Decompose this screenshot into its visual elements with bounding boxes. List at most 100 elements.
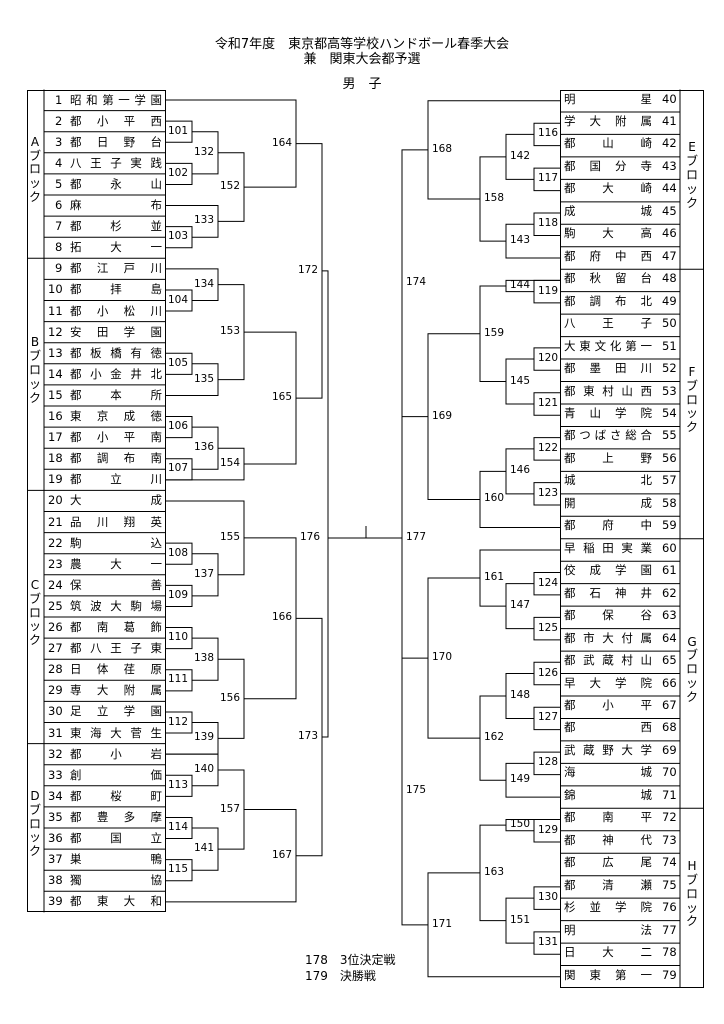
match-number-149: 149 bbox=[510, 773, 531, 786]
left-team-seed: 3 bbox=[55, 134, 63, 149]
right-team-seed: 46 bbox=[662, 226, 677, 241]
right-team-seed: 69 bbox=[662, 742, 677, 757]
left-team-seed: 23 bbox=[48, 556, 63, 571]
left-team-seed: 18 bbox=[48, 451, 63, 466]
left-team-name: 専大附属 bbox=[70, 683, 178, 698]
match-number-165: 165 bbox=[272, 391, 293, 404]
block-label-d: Dブロック bbox=[28, 789, 41, 859]
right-team-seed: 57 bbox=[662, 473, 677, 488]
left-team-name: 麻布 bbox=[70, 198, 231, 212]
title-line-1: 令和7年度 東京都高等学校ハンドボール春季大会 bbox=[214, 37, 510, 52]
left-team-name: 都小平西 bbox=[70, 113, 178, 128]
right-team-name: 八王子 bbox=[564, 316, 679, 331]
right-team-name: 都府中西 bbox=[564, 248, 666, 263]
right-team-name: 都小平 bbox=[564, 697, 679, 712]
left-team-name: 足立学園 bbox=[70, 704, 178, 719]
left-team-name: 都本所 bbox=[70, 387, 191, 402]
block-label-b: Bブロック bbox=[28, 335, 41, 405]
match-number-112: 112 bbox=[168, 715, 189, 728]
right-team-seed: 50 bbox=[662, 316, 677, 331]
match-number-161: 161 bbox=[484, 571, 505, 584]
right-team-name: 駒大高 bbox=[564, 226, 679, 241]
left-team-seed: 29 bbox=[48, 683, 63, 698]
right-team-name: 成城 bbox=[564, 203, 717, 218]
right-team-name: 学大附属 bbox=[564, 113, 666, 128]
right-team-name: 都調布北 bbox=[564, 293, 666, 308]
right-team-name: 青山学院 bbox=[564, 405, 666, 420]
right-team-name: 杉並学院 bbox=[564, 900, 666, 915]
left-team-name: 駒込 bbox=[70, 535, 231, 550]
left-team-name: 都小岩 bbox=[70, 746, 191, 761]
right-team-seed: 68 bbox=[662, 720, 677, 735]
right-team-name: 明星 bbox=[564, 91, 717, 106]
match-number-172: 172 bbox=[298, 263, 319, 276]
block-label-e: Eブロック bbox=[685, 140, 698, 210]
match-number-143: 143 bbox=[510, 234, 531, 247]
right-team-seed: 72 bbox=[662, 810, 677, 825]
right-team-seed: 49 bbox=[662, 293, 677, 308]
match-number-105: 105 bbox=[168, 356, 189, 369]
match-number-129: 129 bbox=[538, 823, 559, 836]
left-team-name: 昭和第一学園 bbox=[70, 92, 167, 107]
match-number-120: 120 bbox=[538, 352, 559, 365]
right-team-name: 都上野 bbox=[564, 450, 679, 465]
match-number-109: 109 bbox=[168, 588, 189, 601]
left-team-name: 都東大和 bbox=[70, 894, 178, 909]
right-team-name: 都広尾 bbox=[564, 855, 679, 870]
match-number-168: 168 bbox=[432, 142, 453, 155]
left-team-seed: 30 bbox=[48, 704, 63, 719]
left-team-name: 筑波大駒場 bbox=[70, 598, 171, 613]
match-number-126: 126 bbox=[538, 666, 559, 679]
right-team-seed: 71 bbox=[662, 787, 677, 802]
left-team-name: 都国立 bbox=[70, 831, 191, 845]
match-number-173: 173 bbox=[298, 730, 319, 742]
left-team-seed: 37 bbox=[48, 852, 63, 867]
right-team-name: 都保谷 bbox=[564, 608, 679, 623]
right-team-seed: 51 bbox=[662, 338, 677, 353]
left-team-seed: 16 bbox=[48, 409, 63, 423]
match-number-176: 176 bbox=[300, 531, 321, 543]
left-team-name: 巣鴨 bbox=[70, 852, 231, 867]
left-team-name: 農大一 bbox=[70, 556, 191, 571]
right-team-seed: 66 bbox=[662, 675, 677, 690]
block-label-f: Fブロック bbox=[685, 364, 698, 435]
left-team-seed: 14 bbox=[48, 366, 63, 381]
right-team-name: 都南平 bbox=[564, 810, 679, 825]
match-number-151: 151 bbox=[510, 913, 531, 926]
match-number-116: 116 bbox=[538, 127, 559, 140]
right-team-name: 都武蔵村山 bbox=[564, 653, 660, 668]
right-team-seed: 63 bbox=[662, 608, 677, 623]
right-team-name: 都西 bbox=[564, 720, 717, 735]
match-number-147: 147 bbox=[510, 599, 531, 612]
right-team-seed: 48 bbox=[662, 271, 677, 286]
right-team-seed: 42 bbox=[662, 136, 677, 151]
left-team-seed: 34 bbox=[48, 788, 63, 803]
match-number-146: 146 bbox=[510, 464, 531, 477]
right-team-seed: 70 bbox=[662, 765, 677, 780]
left-team-name: 東京成徳 bbox=[70, 409, 178, 423]
left-team-seed: 39 bbox=[48, 894, 63, 909]
right-team-seed: 43 bbox=[662, 158, 677, 173]
match-number-148: 148 bbox=[510, 688, 531, 701]
left-team-seed: 24 bbox=[48, 577, 63, 592]
right-team-seed: 64 bbox=[662, 630, 677, 645]
right-team-name: 都秋留台 bbox=[564, 271, 666, 286]
left-semifinal-line bbox=[322, 270, 329, 738]
match-number-117: 117 bbox=[538, 172, 559, 185]
right-team-seed: 52 bbox=[662, 361, 677, 376]
match-number-122: 122 bbox=[538, 441, 559, 454]
left-team-name: 都調布南 bbox=[70, 451, 178, 466]
right-team-name: 都つばさ総合 bbox=[564, 428, 656, 443]
right-team-name: 錦城 bbox=[564, 787, 717, 802]
match-number-115: 115 bbox=[168, 863, 189, 876]
left-team-seed: 6 bbox=[55, 198, 63, 212]
match-number-104: 104 bbox=[168, 293, 189, 306]
left-team-seed: 35 bbox=[48, 809, 63, 824]
match-number-144: 144 bbox=[510, 279, 531, 292]
match-number-141: 141 bbox=[194, 842, 215, 855]
match-number-159: 159 bbox=[484, 326, 505, 339]
block-label-c: Cブロック bbox=[28, 578, 41, 648]
right-team-seed: 61 bbox=[662, 563, 677, 578]
match-number-125: 125 bbox=[538, 621, 559, 634]
match-number-121: 121 bbox=[538, 396, 559, 409]
